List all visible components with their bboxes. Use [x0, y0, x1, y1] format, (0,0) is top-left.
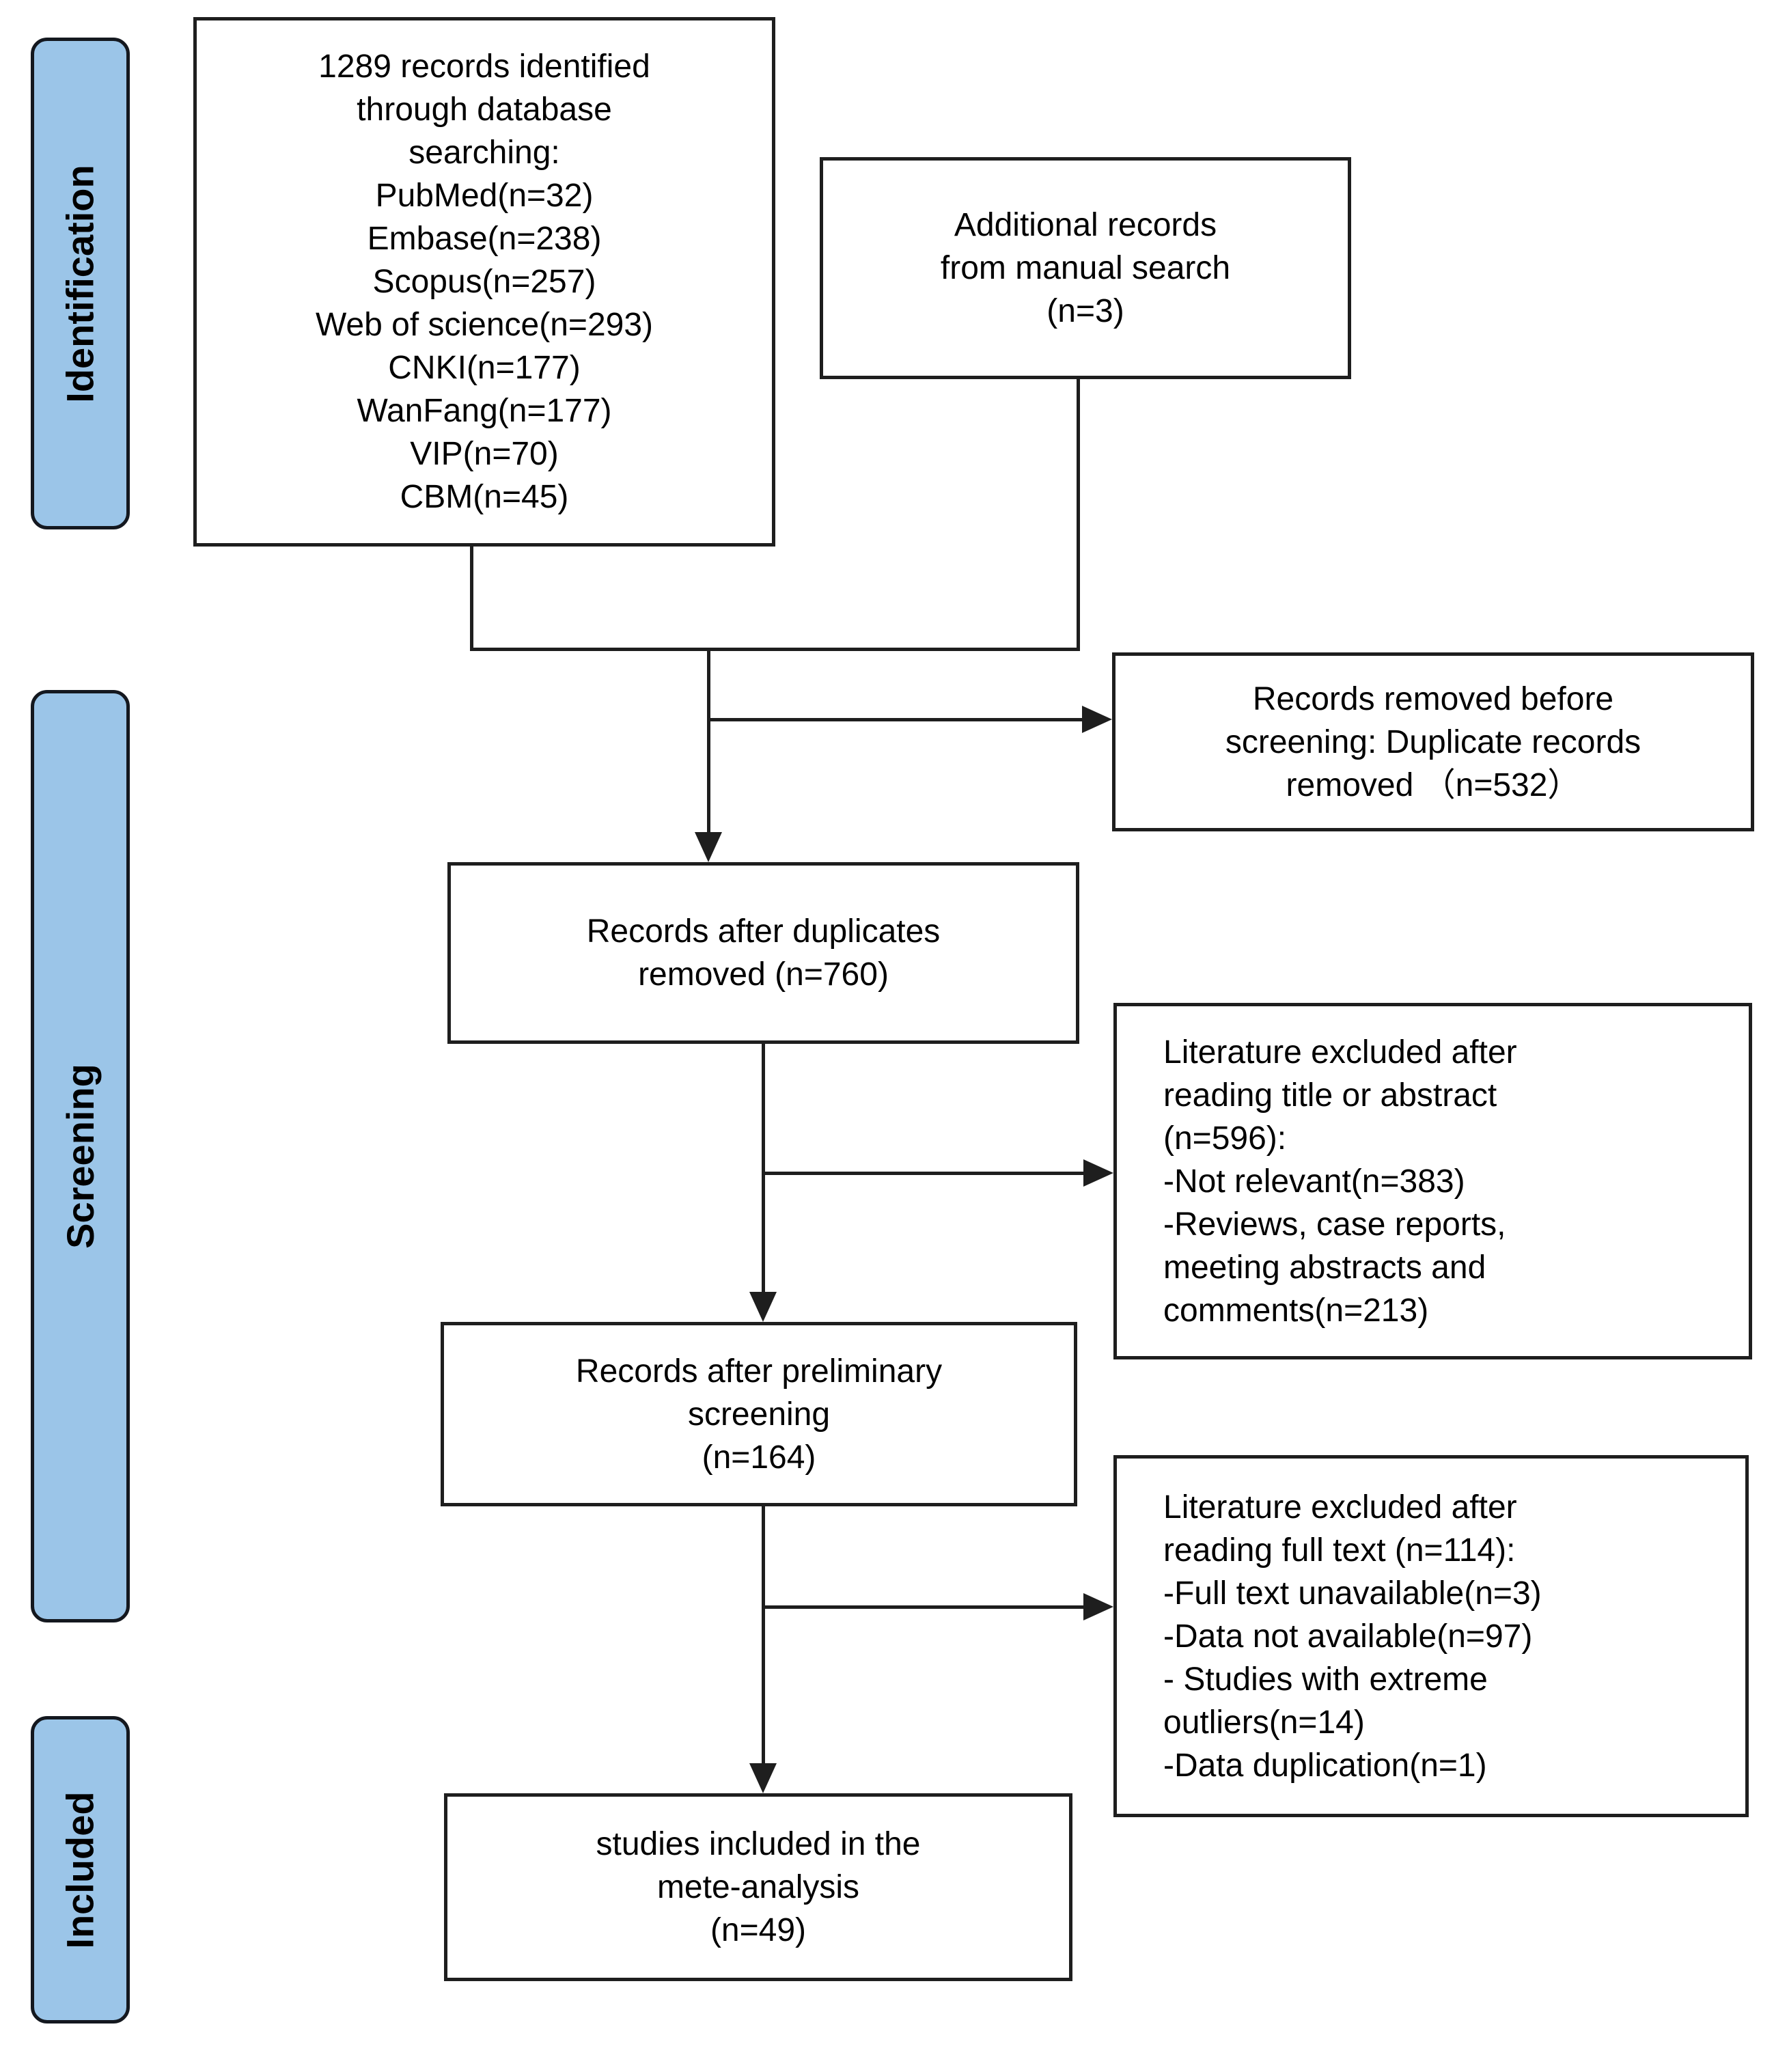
additional-records-text: Additional records from manual search (n…: [940, 207, 1231, 329]
excluded-title-abstract-text: Literature excluded after reading title …: [1163, 1034, 1517, 1329]
arrowhead-right-icon: [1082, 706, 1112, 733]
records-after-duplicates-text: Records after duplicates removed (n=760): [586, 913, 941, 993]
connector-preliminary-down: [762, 1506, 765, 1763]
stage-identification: Identification: [31, 38, 130, 529]
stage-included: Included: [31, 1716, 130, 2023]
stage-identification-label: Identification: [59, 164, 102, 403]
excluded-full-text-text: Literature excluded after reading full t…: [1163, 1489, 1542, 1784]
excluded-full-text-box: Literature excluded after reading full t…: [1113, 1455, 1749, 1817]
arrowhead-down-icon: [749, 1292, 777, 1322]
records-removed-before-screening-text: Records removed before screening: Duplic…: [1225, 680, 1641, 803]
connector-identified-down: [470, 547, 473, 649]
stage-screening: Screening: [31, 690, 130, 1622]
included-studies-box: studies included in the mete-analysis (n…: [444, 1793, 1072, 1981]
included-studies-text: studies included in the mete-analysis (n…: [596, 1826, 921, 1948]
records-after-preliminary-screening-text: Records after preliminary screening (n=1…: [575, 1353, 943, 1476]
connector-branch-duplicates: [707, 718, 1083, 721]
arrowhead-right-icon: [1083, 1159, 1113, 1187]
records-after-duplicates-box: Records after duplicates removed (n=760): [447, 862, 1079, 1044]
records-removed-before-screening-box: Records removed before screening: Duplic…: [1112, 652, 1754, 831]
records-identified-text: 1289 records identified through database…: [315, 49, 654, 515]
connector-afterdup-down: [762, 1044, 765, 1292]
connector-additional-down: [1077, 379, 1080, 651]
connector-branch-full-text: [762, 1605, 1083, 1609]
additional-records-box: Additional records from manual search (n…: [820, 157, 1351, 379]
excluded-title-abstract-box: Literature excluded after reading title …: [1113, 1003, 1752, 1359]
records-identified-box: 1289 records identified through database…: [193, 17, 775, 547]
arrowhead-down-icon: [749, 1763, 777, 1793]
stage-included-label: Included: [59, 1791, 102, 1949]
arrowhead-right-icon: [1083, 1593, 1113, 1620]
records-after-preliminary-screening-box: Records after preliminary screening (n=1…: [441, 1322, 1077, 1506]
stage-screening-label: Screening: [59, 1064, 102, 1249]
connector-merge-horizontal: [470, 648, 1080, 651]
connector-branch-title-abstract: [762, 1172, 1083, 1175]
connector-merged-down: [707, 648, 710, 836]
arrowhead-down-icon: [695, 832, 722, 862]
